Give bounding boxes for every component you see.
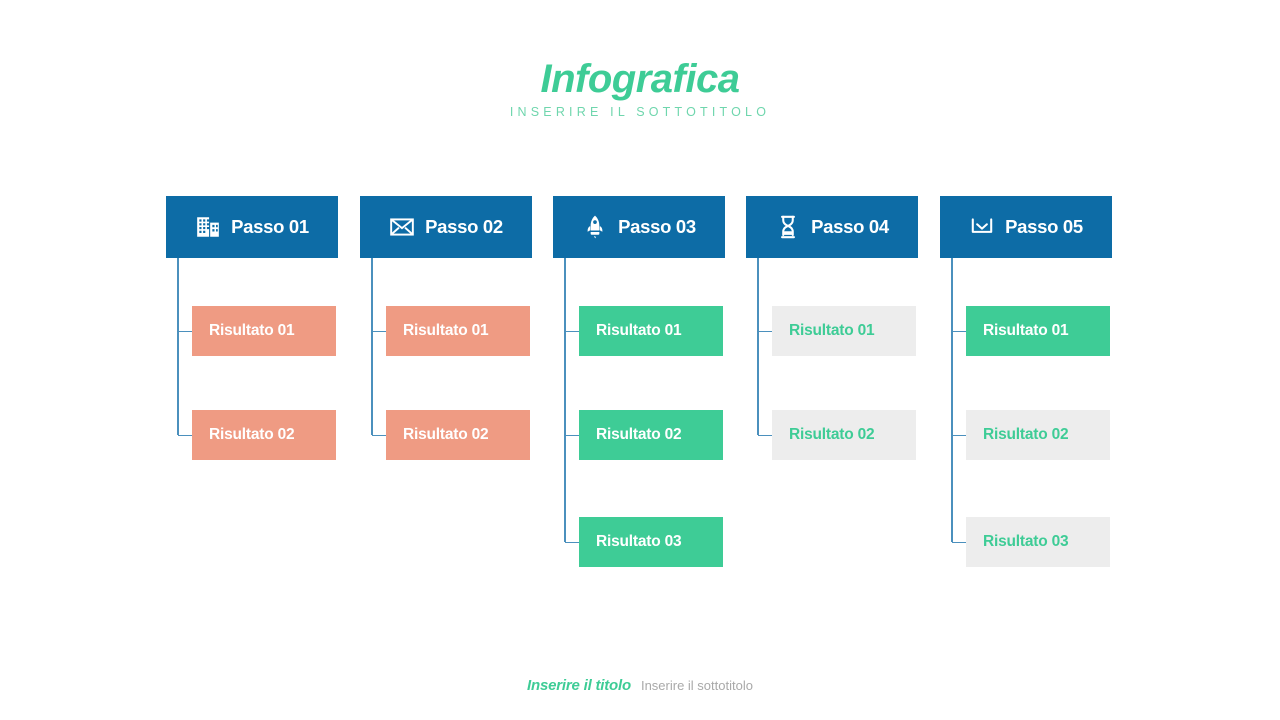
footer-subtitle: Inserire il sottotitolo [640,678,753,693]
result-box[interactable]: Risultato 03 [565,517,723,567]
step-label: Passo 04 [811,216,889,237]
connector-line [177,258,179,435]
page-subtitle: INSERIRE IL SOTTOTITOLO [509,105,771,119]
step-column-1: Passo 01 Risultato 01 Risultato 02 [166,196,338,460]
result-box[interactable]: Risultato 02 [178,410,336,460]
envelope-icon [389,214,415,240]
building-icon [195,214,221,240]
result-box[interactable]: Risultato 02 [565,410,723,460]
result-box[interactable]: Risultato 01 [565,306,723,356]
result-box[interactable]: Risultato 01 [178,306,336,356]
step-column-4: Passo 04 Risultato 01 Risultato 02 [746,196,918,460]
connector-line [951,258,953,542]
footer: Inserire il titolo Inserire il sottotito… [0,677,1280,694]
footer-title: Inserire il titolo [527,677,631,694]
connector-line [564,258,566,542]
hourglass-icon [775,214,801,240]
result-box[interactable]: Risultato 03 [952,517,1110,567]
step-label: Passo 01 [231,216,309,237]
step-label: Passo 02 [425,216,503,237]
connector-line [757,258,759,435]
result-box[interactable]: Risultato 02 [372,410,530,460]
step-column-5: Passo 05 Risultato 01 Risultato 02 Risultat… [940,196,1112,567]
result-box[interactable]: Risultato 02 [952,410,1110,460]
rocket-icon [582,214,608,240]
result-box[interactable]: Risultato 01 [952,306,1110,356]
step-label: Passo 05 [1005,216,1083,237]
page-title: Infografica [540,57,740,101]
step-header-passo-03[interactable]: Passo 03 [553,196,725,258]
result-box[interactable]: Risultato 01 [758,306,916,356]
result-box[interactable]: Risultato 02 [758,410,916,460]
connector-line [371,258,373,435]
inbox-tray-icon [969,214,995,240]
step-label: Passo 03 [618,216,696,237]
step-header-passo-01[interactable]: Passo 01 [166,196,338,258]
step-column-2: Passo 02 Risultato 01 Risultato 02 [360,196,532,460]
step-header-passo-05[interactable]: Passo 05 [940,196,1112,258]
step-header-passo-02[interactable]: Passo 02 [360,196,532,258]
title-block: Infografica INSERIRE IL SOTTOTITOLO [0,58,1280,119]
step-column-3: Passo 03 Risultato 01 Risultato 02 Risultat… [553,196,725,567]
result-box[interactable]: Risultato 01 [372,306,530,356]
step-header-passo-04[interactable]: Passo 04 [746,196,918,258]
